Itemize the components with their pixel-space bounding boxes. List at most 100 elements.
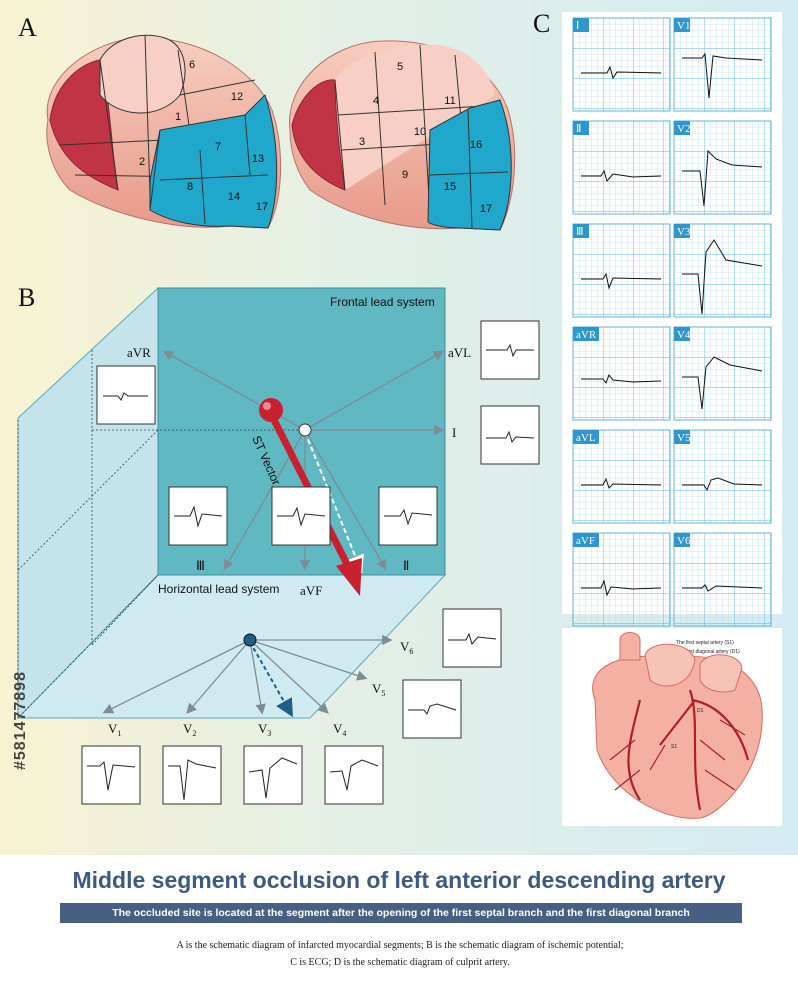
ecg-grid-paper xyxy=(572,17,671,112)
segment-number: 8 xyxy=(187,181,193,193)
ecg-box-v5 xyxy=(402,679,462,739)
ecg-box-avr xyxy=(96,365,156,425)
ecg-label-badge xyxy=(573,224,589,238)
bullseye-heart-right: 5 4 11 10 3 16 9 15 17 xyxy=(289,40,516,231)
ecg-lead-cell: aVL xyxy=(572,429,671,524)
ecg-lead-cell: Ⅰ xyxy=(572,17,671,112)
segment-number: 17 xyxy=(256,201,268,213)
segment-number: 6 xyxy=(189,59,195,71)
ecg-trace xyxy=(581,579,662,597)
ecg-box-v1 xyxy=(81,745,141,805)
panel-label-b: B xyxy=(18,283,35,312)
ecg-box-v4 xyxy=(324,745,384,805)
axis-v4 xyxy=(249,639,329,714)
st-vector-head xyxy=(336,558,362,596)
ecg-lead-cell: V4 xyxy=(673,326,772,421)
ecg-grid-paper xyxy=(572,532,671,627)
ecg-grid-paper xyxy=(572,223,671,318)
ecg-lead-cell: V3 xyxy=(673,223,772,318)
lead-label-v3: V3 xyxy=(258,721,271,738)
lead-label-i: I xyxy=(452,425,456,440)
ecg-box-iii xyxy=(168,486,228,546)
ecg-trace xyxy=(682,584,763,592)
ecg-grid-paper xyxy=(572,429,671,524)
axis-avl xyxy=(304,350,445,431)
ecg-trace xyxy=(682,52,763,99)
ecg-lead-cell: aVF xyxy=(572,532,671,627)
ecg-label-badge xyxy=(573,327,599,341)
infarct-region-left xyxy=(149,94,278,229)
ecg-lead-label: V6 xyxy=(677,535,691,547)
axis-v1 xyxy=(102,639,251,714)
segment-number: 9 xyxy=(402,169,408,181)
ecg-label-badge xyxy=(674,327,690,341)
segment-number: 16 xyxy=(470,139,482,151)
horizontal-label: Horizontal lead system xyxy=(158,582,279,596)
ecg-lead-cell: V6 xyxy=(673,532,772,627)
frontal-center xyxy=(298,423,312,437)
ecg-trace xyxy=(581,169,662,183)
ecg-lead-cell: Ⅱ xyxy=(572,120,671,215)
st-vector-origin xyxy=(259,398,283,422)
ecg-grid-paper xyxy=(673,429,772,524)
lead-label-v4: V4 xyxy=(333,721,346,738)
ecg-label-badge xyxy=(674,18,690,32)
projection-arrow xyxy=(304,431,364,574)
ecg-lead-label: aVL xyxy=(576,432,596,444)
ecg-lead-label: V4 xyxy=(677,329,691,341)
lead-label-v5: V5 xyxy=(372,681,385,698)
ecg-lead-label: V5 xyxy=(677,432,691,444)
lead-label-v2: V2 xyxy=(183,721,196,738)
legend-s1: The first septal artery (S1) xyxy=(676,640,734,646)
lead-system-diagram: Frontal lead system Horizontal lead syst… xyxy=(16,286,540,805)
ecg-label-badge xyxy=(573,18,589,32)
segment-number: 2 xyxy=(139,156,145,168)
bullseye-heart-left: 6 1 12 7 2 13 8 14 17 xyxy=(46,34,282,229)
ecg-lead-cell: V2 xyxy=(673,120,772,215)
axis-v5 xyxy=(249,639,368,681)
segment-number: 3 xyxy=(359,136,365,148)
ecg-lead-cell: Ⅲ xyxy=(572,223,671,318)
lead-label-v6: V6 xyxy=(400,639,413,656)
ecg-lead-label: aVR xyxy=(576,329,597,341)
horizontal-center xyxy=(243,633,257,647)
ecg-lead-label: Ⅱ xyxy=(576,123,581,135)
ecg-lead-cell: V1 xyxy=(673,17,772,112)
ecg-grid-paper xyxy=(673,17,772,112)
ecg-trace xyxy=(581,477,662,489)
caption-line-2: C is ECG; D is the schematic diagram of … xyxy=(290,957,510,968)
ecg-box-ii xyxy=(378,486,438,546)
lead-label-v1: V1 xyxy=(108,721,121,738)
ecg-grid-paper xyxy=(572,326,671,421)
caption-line-1: A is the schematic diagram of infarcted … xyxy=(176,940,624,951)
segment-number: 14 xyxy=(228,191,240,203)
ecg-grid-paper xyxy=(673,223,772,318)
axis-ii xyxy=(304,429,387,571)
segment-number: 12 xyxy=(231,91,243,103)
ecg-box-avl xyxy=(480,320,540,380)
ecg-lead-label: Ⅰ xyxy=(576,20,579,32)
ecg-box-v2 xyxy=(162,745,222,805)
ecg-lead-label: V2 xyxy=(677,123,690,135)
ecg-lead-label: V1 xyxy=(677,20,690,32)
frontal-label: Frontal lead system xyxy=(330,295,435,309)
segment-number: 1 xyxy=(175,111,181,123)
segment-number: 11 xyxy=(444,95,455,107)
ecg-trace xyxy=(682,477,763,492)
panel-label-a: A xyxy=(18,13,37,42)
segment-number: 7 xyxy=(215,141,221,153)
ecg-label-badge xyxy=(573,430,599,444)
lead-label-avf: aVF xyxy=(300,583,322,598)
ecg-lead-label: V3 xyxy=(677,226,691,238)
lumen-right xyxy=(291,79,346,191)
lead-label-avr: aVR xyxy=(127,345,151,360)
footer: Middle segment occlusion of left anterio… xyxy=(0,855,798,1000)
lead-label-ii: Ⅱ xyxy=(403,558,409,573)
lead-label-avl: aVL xyxy=(448,345,471,360)
axis-avr xyxy=(162,350,306,431)
ecg-lead-cell: V5 xyxy=(673,429,772,524)
ecg-label-badge xyxy=(674,224,690,238)
label-s1: S1 xyxy=(671,744,677,750)
segment-number: 17 xyxy=(480,203,492,215)
ecg-box-avf xyxy=(271,486,331,546)
